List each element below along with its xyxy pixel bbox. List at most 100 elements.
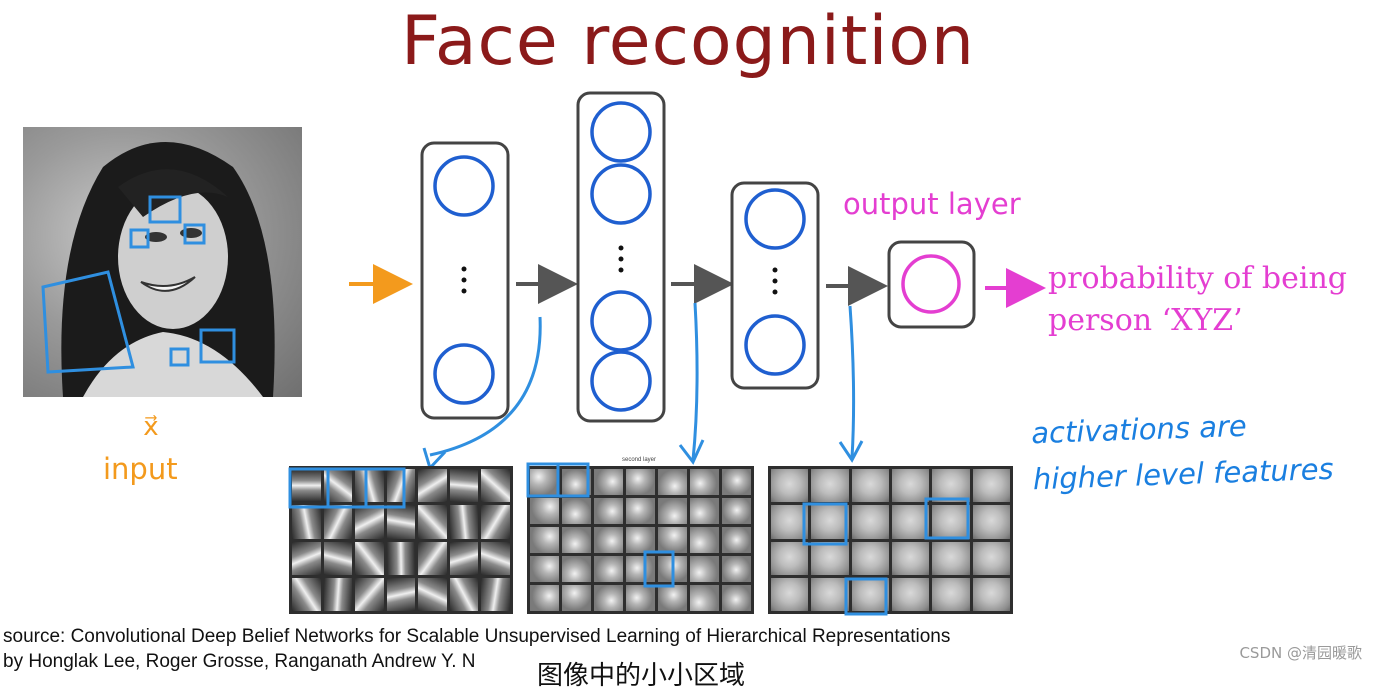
feature-map-cell — [323, 469, 353, 503]
source-line-1: source: Convolutional Deep Belief Networ… — [3, 626, 951, 647]
face-photo-drawing — [41, 142, 275, 397]
feature-map-cell — [771, 505, 809, 539]
feature-map-cell — [891, 505, 930, 539]
feature-map-cell — [851, 469, 889, 503]
feature-map-cell — [418, 577, 447, 611]
hidden-layer-2 — [576, 91, 666, 423]
part-features-panel: second layer — [527, 457, 754, 614]
feature-map-cell — [626, 498, 655, 524]
feature-map-cell — [658, 469, 687, 495]
feature-map-cell — [292, 469, 321, 503]
output-probability-text: probability of being person ‘XYZ’ — [1048, 258, 1368, 342]
output-layer — [887, 240, 976, 329]
part-features-caption: second layer — [622, 457, 657, 463]
feature-map-cell — [530, 527, 559, 553]
feature-map-cell — [722, 469, 751, 495]
source-citation: source: Convolutional Deep Belief Networ… — [3, 624, 1143, 674]
feature-map-cell — [562, 469, 591, 495]
handdrawn-arrow-layer1 — [429, 316, 542, 457]
feature-map-cell — [449, 505, 479, 539]
face-features-panel — [768, 466, 1013, 614]
feature-map-cell — [690, 585, 719, 611]
feature-map-cell — [562, 527, 591, 553]
feature-map-cell — [690, 556, 719, 582]
feature-map-cell — [530, 556, 559, 582]
network-diagram — [349, 91, 1046, 471]
feature-map-cell — [355, 541, 384, 575]
vertical-dots-icon — [772, 267, 778, 295]
feature-map-cell — [722, 498, 751, 524]
feature-map-cell — [323, 505, 353, 539]
feature-map-cell — [851, 505, 889, 539]
feature-map-cell — [658, 585, 687, 611]
feature-map-cell — [626, 527, 655, 553]
feature-map-cell — [481, 577, 510, 611]
feature-map-cell — [594, 585, 623, 611]
feature-map-cell — [972, 577, 1010, 611]
feature-map-cell — [562, 585, 591, 611]
feature-map-cell — [386, 577, 416, 611]
feature-map-cell — [891, 469, 930, 503]
output-neuron — [901, 254, 961, 314]
feature-map-cell — [811, 541, 849, 575]
feature-map-cell — [355, 505, 384, 539]
feature-map-cell — [891, 577, 930, 611]
feature-map-cell — [932, 577, 970, 611]
feature-map-cell — [771, 541, 809, 575]
csdn-watermark: CSDN @清园暖歌 — [1239, 644, 1362, 662]
handdrawn-arrow-layer2 — [691, 302, 699, 461]
feature-map-cell — [690, 498, 719, 524]
feature-map-cell — [355, 469, 384, 503]
source-line-2: by Honglak Lee, Roger Grosse, Ranganath … — [3, 651, 476, 672]
input-label: input — [103, 452, 178, 486]
feature-map-cell — [932, 469, 970, 503]
feature-map-cell — [626, 585, 655, 611]
feature-map-cell — [626, 556, 655, 582]
feature-map-cell — [722, 556, 751, 582]
neuron — [433, 155, 495, 217]
feature-map-cell — [722, 585, 751, 611]
input-vector-symbol: x⃗ — [143, 412, 159, 442]
feature-map-cell — [626, 469, 655, 495]
feature-map-cell — [562, 556, 591, 582]
feature-map-cell — [418, 541, 447, 575]
vertical-dots-icon — [618, 245, 624, 273]
feature-map-cell — [418, 469, 447, 503]
feature-map-cell — [386, 505, 416, 539]
feature-map-cell — [594, 498, 623, 524]
output-layer-label: output layer — [843, 187, 1021, 221]
feature-map-cell — [449, 541, 479, 575]
edge-features-grid — [292, 469, 510, 611]
feature-map-cell — [658, 556, 687, 582]
feature-map-cell — [530, 469, 559, 495]
handdrawn-arrow-layer3 — [848, 305, 856, 459]
part-features-grid — [530, 469, 751, 611]
video-subtitle: 图像中的小小区域 — [537, 661, 746, 691]
feature-map-cell — [323, 577, 353, 611]
feature-map-cell — [449, 469, 479, 503]
feature-map-cell — [530, 585, 559, 611]
feature-map-cell — [811, 505, 849, 539]
feature-map-cell — [418, 505, 447, 539]
feature-map-cell — [972, 469, 1010, 503]
feature-map-cell — [355, 577, 384, 611]
neuron — [590, 163, 652, 225]
feature-map-cell — [811, 577, 849, 611]
feature-map-cell — [851, 577, 889, 611]
edge-features-panel — [289, 466, 513, 614]
handwritten-annotation: activations are higher level features — [1030, 400, 1334, 502]
feature-map-cell — [292, 541, 321, 575]
feature-map-cell — [481, 469, 510, 503]
feature-map-cell — [292, 577, 321, 611]
feature-map-cell — [481, 505, 510, 539]
neuron — [744, 188, 806, 250]
hidden-layer-3 — [730, 181, 820, 390]
feature-map-cell — [292, 505, 321, 539]
feature-map-cell — [562, 498, 591, 524]
neuron — [433, 343, 495, 405]
feature-map-cell — [386, 541, 416, 575]
feature-map-cell — [658, 498, 687, 524]
feature-map-cell — [891, 541, 930, 575]
feature-map-cell — [722, 527, 751, 553]
feature-map-cell — [530, 498, 559, 524]
